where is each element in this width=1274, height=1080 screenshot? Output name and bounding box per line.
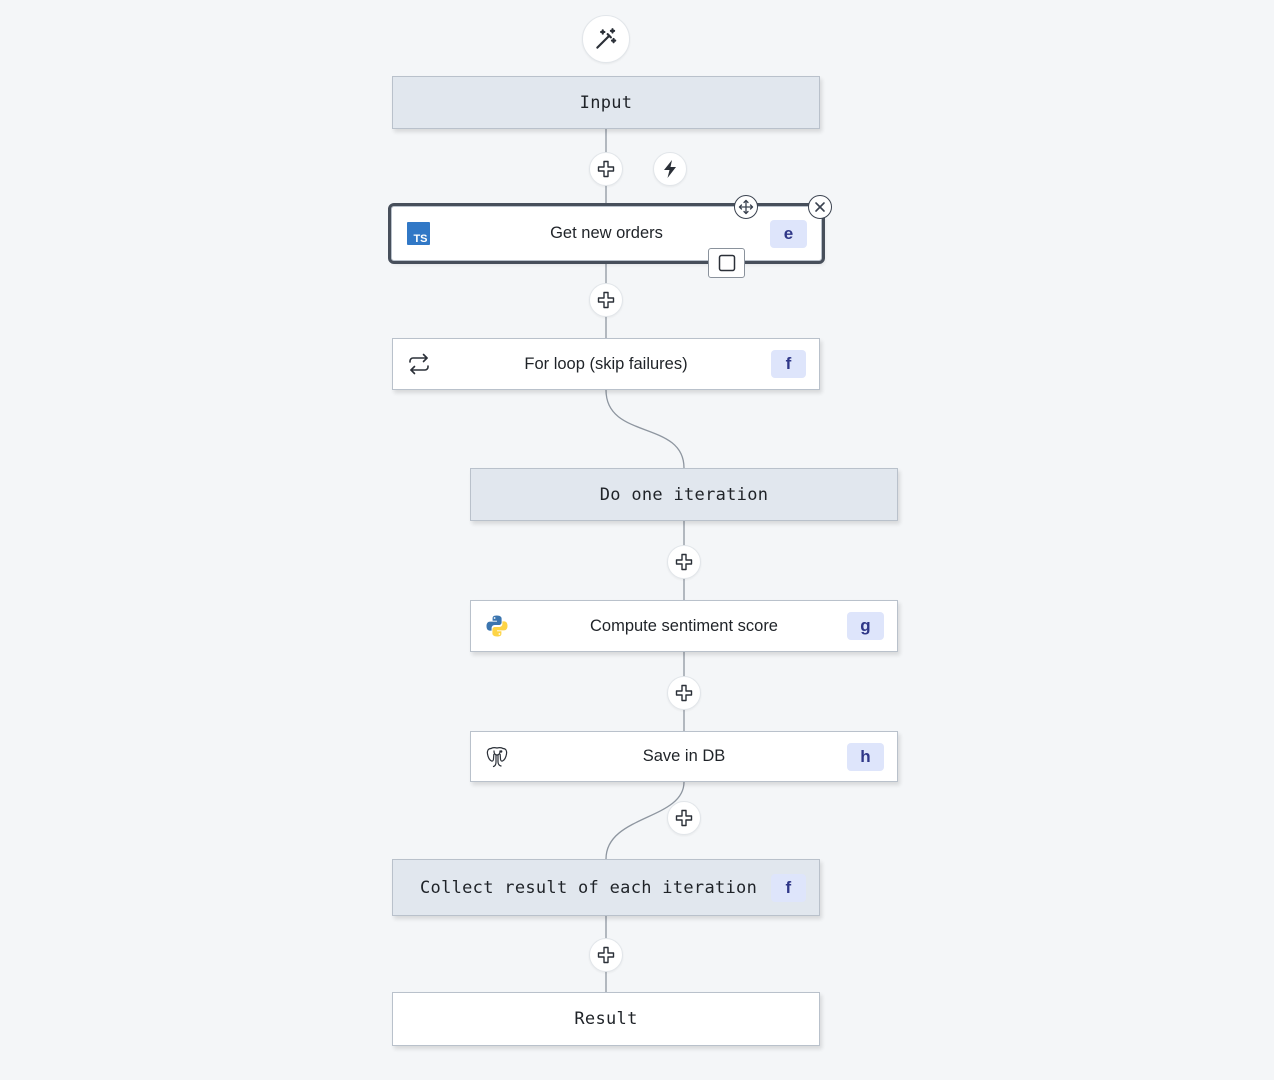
- typescript-icon: TS: [406, 222, 430, 246]
- step-id-badge: h: [847, 742, 884, 771]
- move-node-button[interactable]: [734, 195, 758, 219]
- plus-icon: [597, 946, 615, 964]
- module-get-new-orders[interactable]: TS Get new orders e: [388, 203, 825, 264]
- module-label: Get new orders: [550, 224, 663, 242]
- add-step-button[interactable]: [667, 676, 701, 710]
- module-label: Compute sentiment score: [589, 616, 778, 635]
- iteration-node-label: Do one iteration: [599, 484, 769, 505]
- plus-icon: [675, 553, 693, 571]
- module-for-loop[interactable]: For loop (skip failures) f: [392, 338, 820, 390]
- lightning-bolt-icon: [664, 160, 676, 178]
- add-step-button[interactable]: [589, 152, 623, 186]
- step-id-badge: f: [771, 873, 806, 902]
- add-step-button[interactable]: [589, 283, 623, 317]
- postgresql-elephant-icon: [485, 745, 509, 769]
- module-compute-sentiment[interactable]: Compute sentiment score g: [470, 600, 898, 652]
- input-node-label: Input: [579, 92, 633, 113]
- step-id-badge: e: [770, 219, 807, 248]
- step-id-badge: f: [771, 350, 806, 378]
- add-step-button[interactable]: [667, 801, 701, 835]
- module-label: Save in DB: [642, 747, 726, 765]
- step-id-badge: g: [847, 612, 884, 640]
- collect-node-label: Collect result of each iteration: [420, 877, 758, 898]
- add-step-button[interactable]: [667, 545, 701, 579]
- flow-iteration-node[interactable]: Do one iteration: [470, 468, 898, 521]
- add-step-button[interactable]: [589, 938, 623, 972]
- python-icon: [485, 614, 509, 638]
- expand-node-button[interactable]: [708, 248, 745, 278]
- module-save-in-db[interactable]: Save in DB h: [470, 731, 898, 782]
- add-trigger-button[interactable]: [653, 152, 687, 186]
- flow-collect-node[interactable]: Collect result of each iteration f: [392, 859, 820, 916]
- flow-result-node[interactable]: Result: [392, 992, 820, 1046]
- plus-icon: [675, 809, 693, 827]
- module-label: For loop (skip failures): [524, 354, 688, 373]
- plus-icon: [597, 160, 615, 178]
- plus-icon: [597, 291, 615, 309]
- square-icon: [718, 254, 735, 272]
- plus-icon: [675, 684, 693, 702]
- magic-wand-icon: [596, 28, 617, 49]
- flow-input-node[interactable]: Input: [392, 76, 820, 129]
- delete-node-button[interactable]: [808, 195, 832, 219]
- close-icon: [815, 202, 825, 212]
- move-arrows-icon: [738, 199, 754, 215]
- result-node-label: Result: [574, 1009, 638, 1029]
- magic-wand-button[interactable]: [582, 15, 630, 63]
- loop-arrows-icon: [407, 352, 431, 376]
- edge-for-loop-to-iteration: [605, 389, 685, 469]
